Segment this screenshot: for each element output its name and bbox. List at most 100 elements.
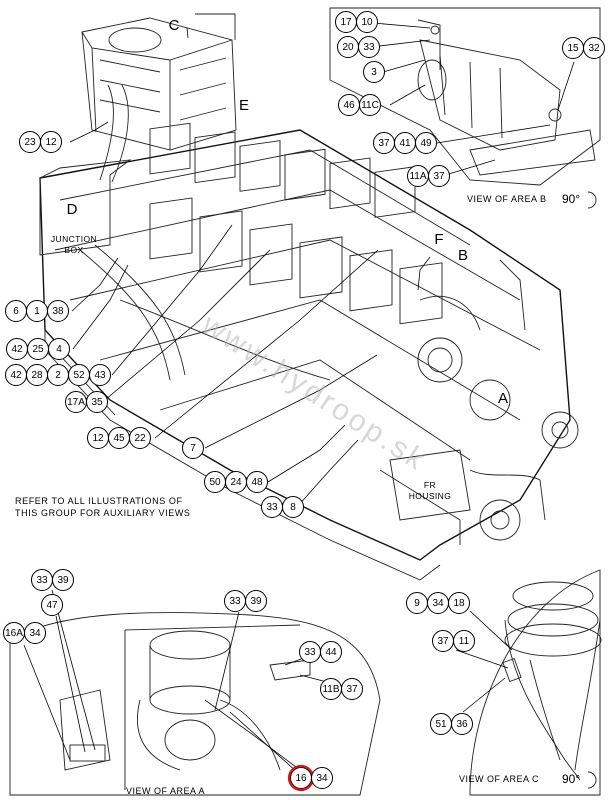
callout-bubble [48, 338, 70, 360]
callout-number: 22 [134, 433, 146, 444]
callout-group-b4: 46 11C [338, 94, 381, 116]
callout-number: 10 [361, 17, 373, 28]
note-line-2: THIS GROUP FOR AUXILIARY VIEWS [15, 508, 191, 518]
callout-number: 34 [316, 773, 328, 784]
callout-number: 17 [340, 17, 352, 28]
callout-number: 11 [459, 636, 470, 647]
callout-number: 9 [414, 598, 420, 609]
callout-number: 38 [52, 306, 64, 317]
callout-bubble [89, 364, 111, 386]
view-b-rotation: 90° [562, 192, 580, 206]
callout-group-b3: 3 [363, 61, 385, 83]
callout-number: 43 [94, 370, 106, 381]
view-c-leader-lines [455, 610, 513, 713]
view-b-label: VIEW OF AREA B [467, 194, 547, 204]
callout-number: 37 [346, 684, 358, 695]
callout-bubble [448, 592, 470, 614]
callout-bubble [356, 11, 378, 33]
callout-group-a2: 47 [41, 594, 63, 616]
callout-number: 3 [371, 67, 377, 78]
callout-bubble [583, 37, 605, 59]
callout-number: 44 [325, 647, 337, 658]
callout-number: 6 [13, 306, 19, 317]
main-leader-lines [69, 27, 431, 508]
callout-number: 46 [343, 100, 355, 111]
callout-number: 34 [29, 628, 41, 639]
callout-number: 20 [342, 42, 354, 53]
callout-bubble [129, 427, 151, 449]
callout-group-m7: 7 [182, 437, 204, 459]
callout-bubble [41, 594, 63, 616]
rotation-arrow-icon [587, 191, 597, 209]
callout-group-m9: 33 8 [261, 496, 304, 518]
watermark: www.hydroop.sk [195, 308, 432, 478]
callout-group-a6: 11B 37 [320, 678, 363, 700]
callout-number: 4 [56, 344, 62, 355]
callout-number: 42 [10, 370, 22, 381]
view-a-label: VIEW OF AREA A [126, 786, 205, 796]
callout-number: 33 [266, 502, 278, 513]
callout-bubble [311, 767, 333, 789]
junction-box-label-1: JUNCTION [51, 234, 97, 244]
callout-bubble [359, 94, 381, 116]
callout-number: 24 [230, 477, 242, 488]
callout-number: 16A [5, 628, 23, 639]
callout-number: 11C [361, 100, 379, 111]
callout-number: 11B [322, 684, 339, 695]
area-letter-e: E [239, 97, 249, 114]
callout-bubble [415, 132, 437, 154]
callout-number: 37 [378, 138, 390, 149]
callout-number: 28 [31, 370, 43, 381]
callout-bubble [47, 300, 69, 322]
callout-number: 18 [453, 598, 465, 609]
area-letter-a: A [498, 390, 508, 407]
callout-number: 36 [456, 719, 468, 730]
callout-number: 33 [36, 575, 48, 586]
engine-illustration [39, 13, 579, 581]
callout-number: 42 [11, 344, 23, 355]
callout-number: 35 [91, 397, 103, 408]
callout-number: 25 [32, 344, 44, 355]
callout-bubble [451, 713, 473, 735]
callout-group-a5: 33 44 [299, 641, 342, 663]
callout-number: 37 [433, 171, 445, 182]
callout-bubble [341, 678, 363, 700]
view-c-rotation: 90° [562, 772, 580, 786]
callout-number: 51 [435, 719, 447, 730]
area-letter-b: B [458, 247, 468, 264]
callout-number: 33 [363, 42, 375, 53]
callout-number: 12 [92, 433, 104, 444]
callout-number: 8 [290, 502, 296, 513]
callout-number: 50 [209, 477, 221, 488]
callout-group-a1: 33 39 [31, 569, 74, 591]
callout-number: 7 [190, 443, 196, 454]
callout-number: 23 [24, 137, 36, 148]
callout-number: 52 [73, 370, 85, 381]
callout-number: 15 [567, 43, 579, 54]
view-a-illustration [9, 612, 381, 796]
callout-bubble [182, 437, 204, 459]
callout-number: 39 [57, 575, 69, 586]
callout-group-a3: 16A 34 [3, 622, 46, 644]
callout-bubble [320, 641, 342, 663]
note-line-1: REFER TO ALL ILLUSTRATIONS OF [15, 496, 183, 506]
callout-bubble [245, 590, 267, 612]
rotation-arrow-icon [587, 771, 597, 789]
callout-bubble [428, 165, 450, 187]
callout-number: 33 [304, 647, 316, 658]
callout-group-c3: 51 36 [430, 713, 473, 735]
callout-bubble [24, 622, 46, 644]
callout-group-m3: 42 25 4 [6, 338, 70, 360]
